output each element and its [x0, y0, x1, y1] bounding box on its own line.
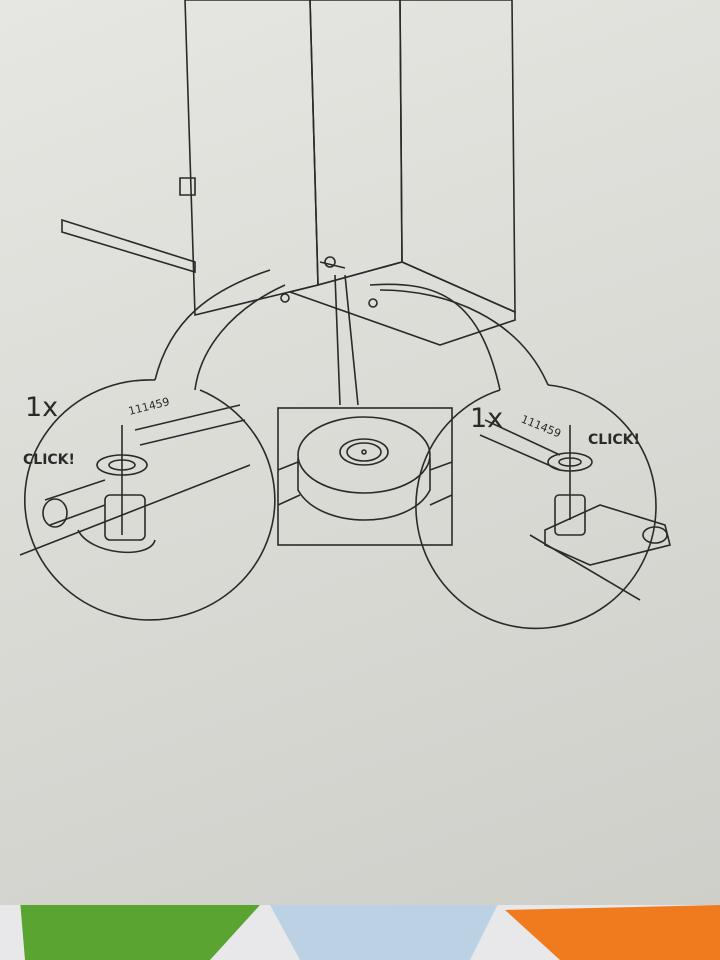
- right-click-label: CLICK!: [588, 432, 640, 448]
- left-click-label: CLICK!: [23, 452, 75, 468]
- right-quantity-label: 1x: [470, 403, 504, 434]
- left-quantity-label: 1x: [25, 392, 59, 423]
- center-detail-box: [277, 407, 453, 546]
- left-detail-circle: [19, 379, 276, 621]
- fabric-pattern: [20, 885, 720, 960]
- instruction-page: 1x 111459 CLICK! 1x 111459 CLICK!: [0, 0, 720, 905]
- right-detail-circle: [415, 384, 671, 630]
- cabinet-illustration: [61, 0, 516, 346]
- assembly-diagram: [19, 0, 671, 630]
